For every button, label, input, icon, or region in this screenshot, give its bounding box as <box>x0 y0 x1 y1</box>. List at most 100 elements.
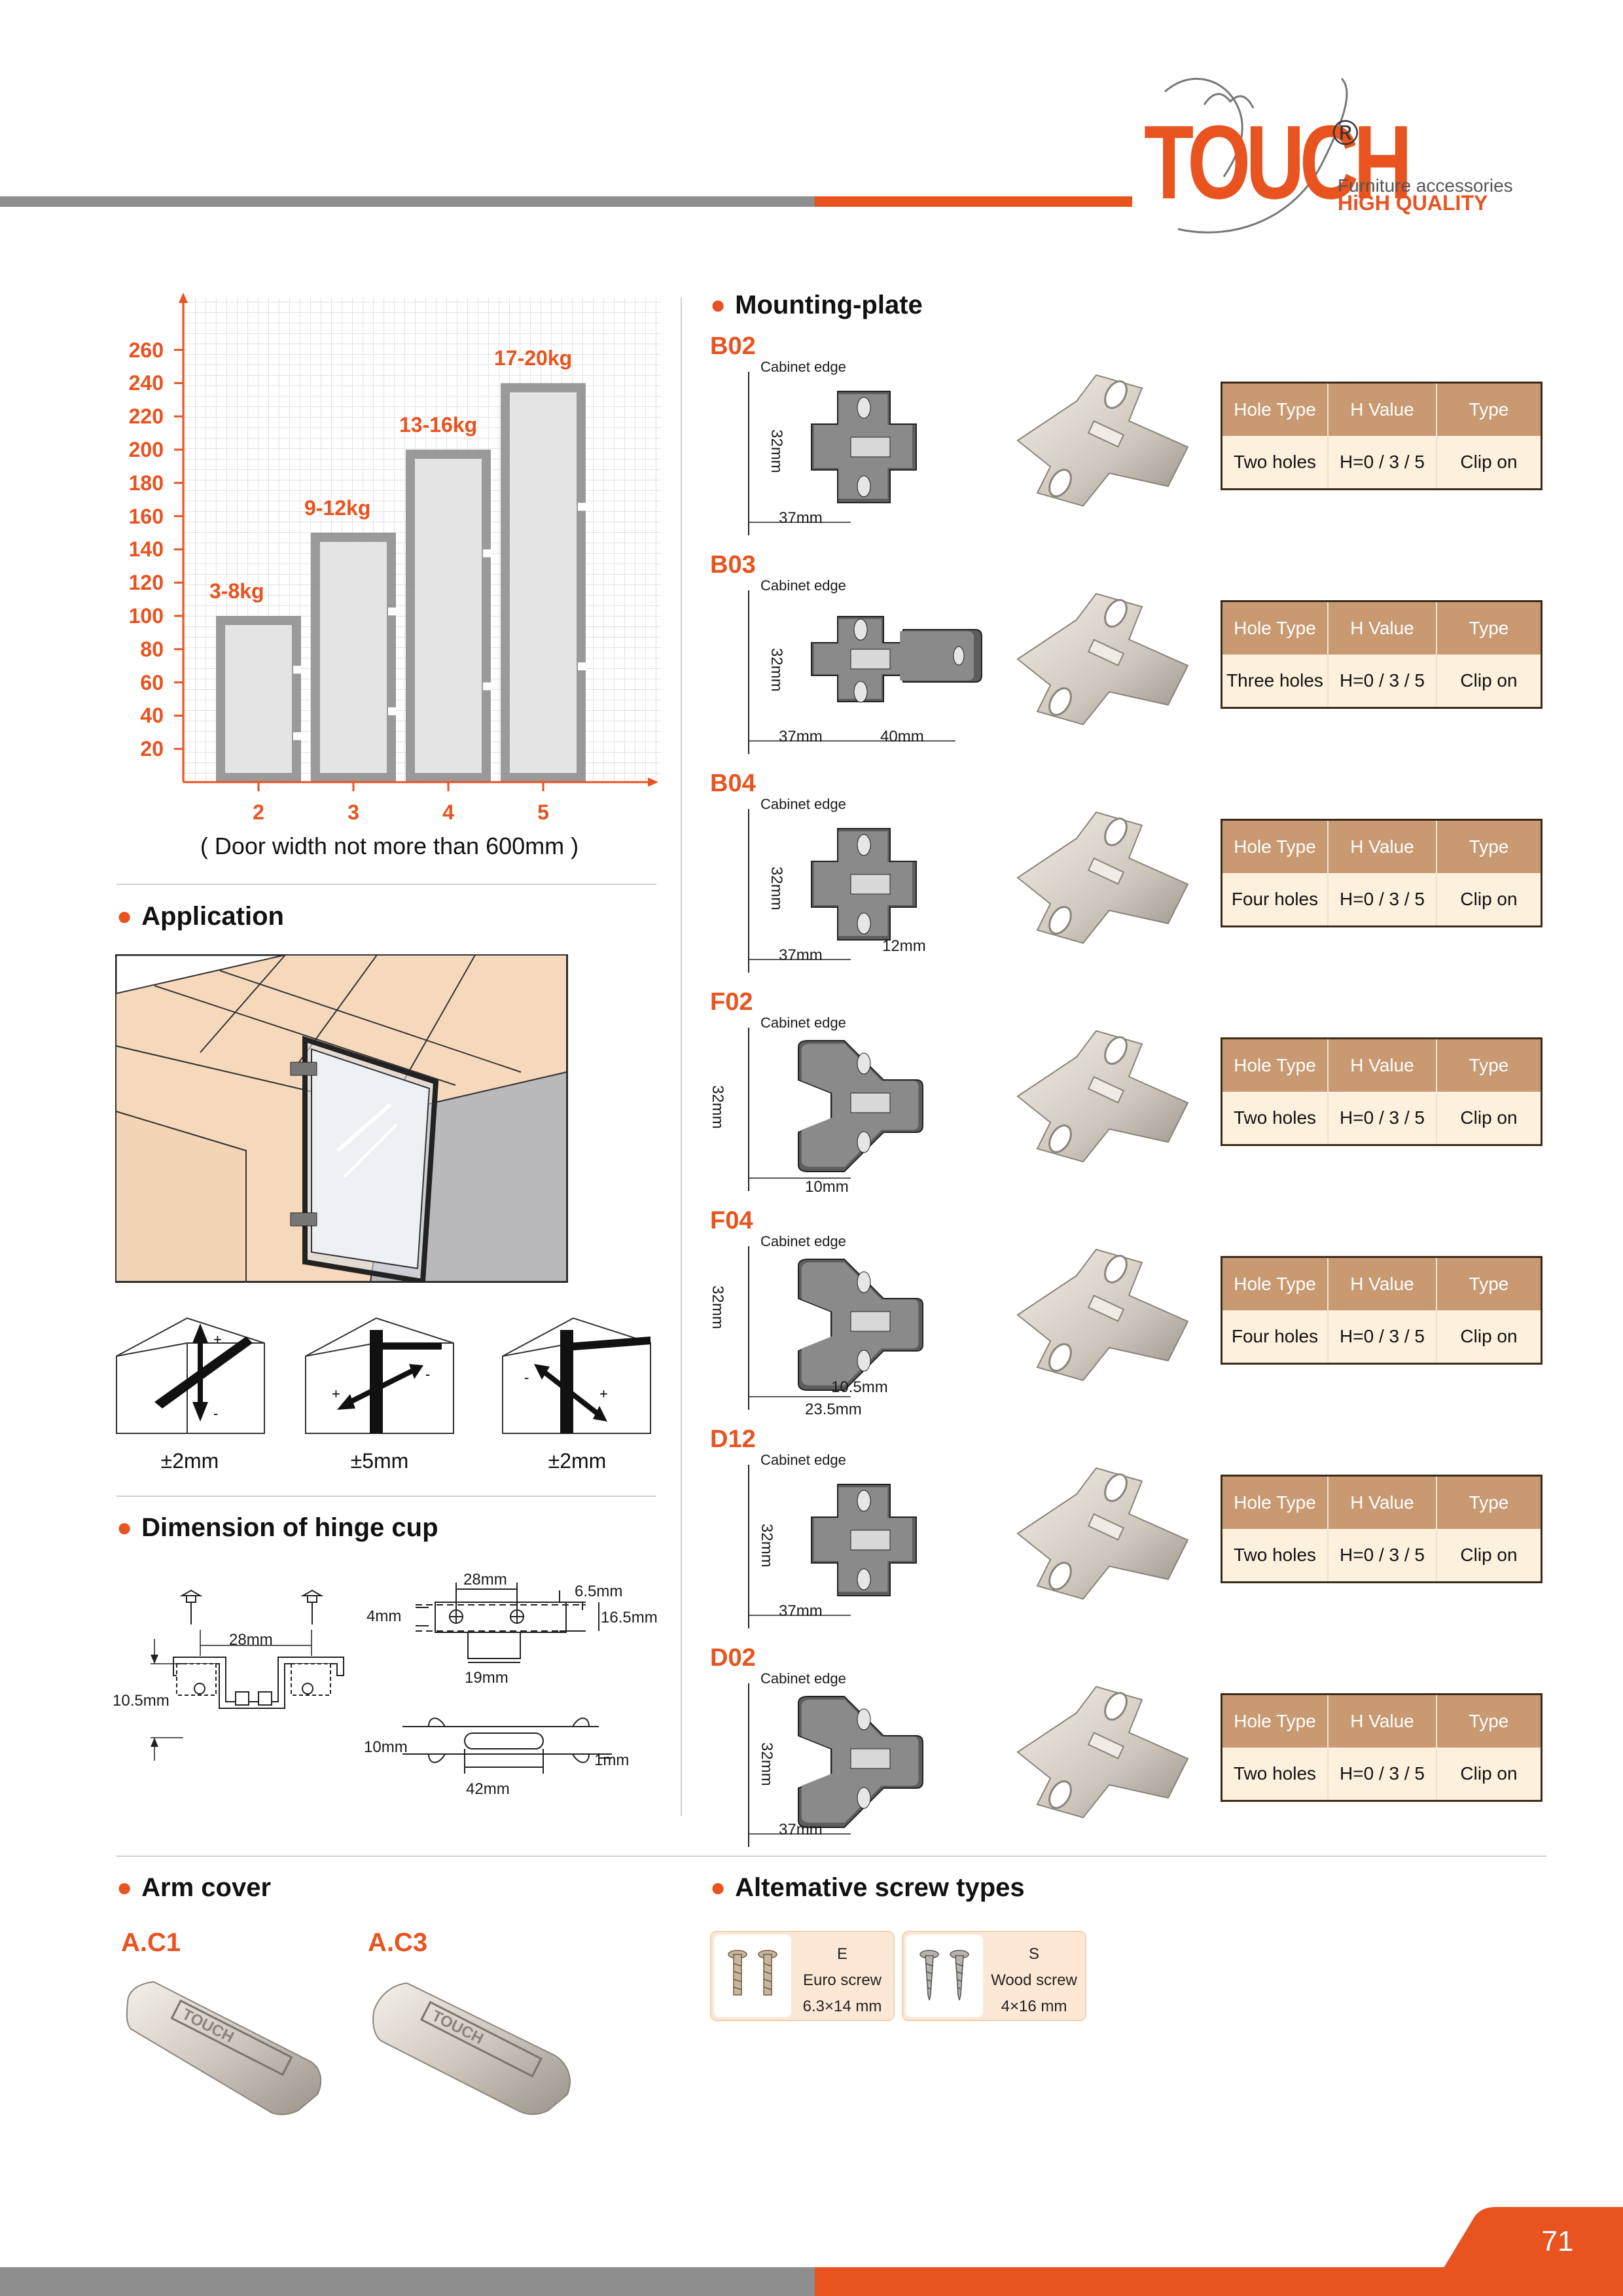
plate-dim-label: 37mm <box>779 728 823 745</box>
screw-code: E <box>836 1945 847 1963</box>
spec-header-cell: Type <box>1469 618 1509 638</box>
tolerance-label: ±2mm <box>548 1449 607 1473</box>
spec-h-value: H=0 / 3 / 5 <box>1329 1529 1437 1581</box>
plate-photo <box>1016 1685 1189 1819</box>
plate-drawing <box>748 1465 917 1628</box>
chart-bar-hinge <box>388 707 396 715</box>
application-title: ●Application <box>116 902 284 931</box>
divider <box>116 1856 1546 1857</box>
page-number-tab <box>1427 2207 1623 2296</box>
vertical-adjust-icon: + - <box>116 1317 265 1434</box>
chart-caption: ( Door width not more than 600mm ) <box>200 833 579 859</box>
cabinet-edge-label: Cabinet edge <box>760 359 846 375</box>
spec-header-cell: H Value <box>1329 602 1437 655</box>
spec-header-cell: Type <box>1469 1711 1509 1731</box>
plate-photo <box>1016 1248 1189 1382</box>
plate-photo <box>1016 592 1189 726</box>
cabinet-edge-label: Cabinet edge <box>760 1014 846 1031</box>
spec-hole-type: Two holes <box>1222 1748 1329 1800</box>
plate-code: F02 <box>710 988 753 1016</box>
spec-type: Clip on <box>1460 670 1518 691</box>
spec-h-value: H=0 / 3 / 5 <box>1329 1310 1437 1363</box>
spec-type: Clip on <box>1460 452 1518 472</box>
bar-value-label: 13-16kg <box>399 413 478 437</box>
plate-dim-label: 37mm <box>779 1821 823 1839</box>
cabinet-edge-label: Cabinet edge <box>760 577 846 594</box>
brand-swoosh-icon <box>1164 77 1348 234</box>
spec-value-row: Two holes H=0 / 3 / 5 Clip on <box>1222 1092 1541 1144</box>
svg-text:+: + <box>213 1331 222 1348</box>
chart-bar-hinge <box>578 662 586 671</box>
spec-h-value: H=0 / 3 / 5 <box>1329 1748 1437 1800</box>
plate-dim-label: 32mm <box>758 1524 776 1568</box>
y-tick-label: 100 <box>128 604 164 628</box>
y-tick-label: 260 <box>128 338 164 362</box>
dim-label: 16.5mm <box>601 1609 658 1626</box>
plate-spec-table: Hole Type H Value Type Four holes H=0 / … <box>1221 819 1543 927</box>
wood-screw-icon <box>906 1935 983 2017</box>
chart-bar-glass <box>320 542 387 773</box>
plate-drawing <box>748 1028 923 1191</box>
y-tick-label: 220 <box>128 404 164 429</box>
spec-value-row: Two holes H=0 / 3 / 5 Clip on <box>1222 1529 1541 1581</box>
dim-label: 4mm <box>366 1607 402 1625</box>
spec-hole-type: Three holes <box>1222 655 1329 707</box>
plate-dim-label: 37mm <box>779 946 823 964</box>
spec-header-cell: Hole Type <box>1222 1695 1329 1748</box>
spec-type: Clip on <box>1460 1763 1518 1784</box>
spec-header-cell: Hole Type <box>1222 1477 1329 1529</box>
plate-drawing <box>748 372 917 535</box>
footer-bar-grey <box>0 2267 815 2296</box>
spec-header-row: Hole Type H Value Type <box>1222 384 1541 436</box>
chart-bar-hinge <box>293 732 301 740</box>
plate-drawing <box>748 1246 923 1410</box>
spec-header-cell: H Value <box>1329 1258 1437 1310</box>
chart-bar-hinge <box>388 607 396 616</box>
spec-header-cell: Type <box>1469 1492 1509 1513</box>
spec-type: Clip on <box>1460 889 1518 909</box>
screw-size: 4×16 mm <box>1001 1998 1067 2015</box>
y-tick-label: 40 <box>140 704 164 728</box>
svg-text:-: - <box>425 1366 430 1382</box>
y-tick-label: 60 <box>140 670 164 694</box>
chart-bar-glass <box>225 625 292 773</box>
plate-dim-label: 23.5mm <box>805 1401 862 1418</box>
cabinet-edge-label: Cabinet edge <box>760 1452 846 1468</box>
plate-spec-table: Hole Type H Value Type Two holes H=0 / 3… <box>1221 1475 1543 1583</box>
spec-header-cell: Type <box>1469 1274 1509 1294</box>
dim-label: 1mm <box>594 1751 630 1769</box>
plate-code: D02 <box>710 1644 756 1672</box>
spec-header-row: Hole Type H Value Type <box>1222 1695 1541 1748</box>
dim-label: 28mm <box>463 1571 507 1588</box>
spec-header-cell: H Value <box>1329 1477 1437 1529</box>
application-illustration <box>115 954 568 1283</box>
plate-photo <box>1016 1467 1189 1600</box>
screw-types-title: ●Altemative screw types <box>710 1873 1025 1902</box>
spec-header-row: Hole Type H Value Type <box>1222 1039 1541 1092</box>
brand-logo: TOUCH <box>1144 103 1412 221</box>
plate-dim-label: 37mm <box>779 1602 823 1620</box>
hinge-cup-title: ●Dimension of hinge cup <box>116 1513 438 1542</box>
spec-hole-type: Four holes <box>1222 1310 1329 1363</box>
plate-spec-table: Hole Type H Value Type Two holes H=0 / 3… <box>1221 1693 1543 1802</box>
plate-spec-table: Hole Type H Value Type Four holes H=0 / … <box>1221 1256 1543 1365</box>
chart-bar-glass <box>415 459 482 773</box>
mounting-plate-title: ●Mounting-plate <box>710 291 923 319</box>
divider <box>116 1496 656 1497</box>
bar-value-label: 17-20kg <box>494 346 573 370</box>
euro-screw-icon <box>714 1935 791 2017</box>
brand-tagline: Furniture accessories <box>1338 175 1513 196</box>
plate-dim-label: 32mm <box>758 1742 776 1786</box>
tolerance-label: ±2mm <box>160 1449 219 1473</box>
spec-hole-type: Two holes <box>1222 1529 1329 1581</box>
page-number: 71 <box>1541 2225 1574 2257</box>
spec-hole-type: Two holes <box>1222 1092 1329 1144</box>
spec-value-row: Three holes H=0 / 3 / 5 Clip on <box>1222 655 1541 707</box>
plate-dim-label: 32mm <box>709 1085 726 1129</box>
screw-size: 6.3×14 mm <box>802 1998 882 2015</box>
spec-value-row: Two holes H=0 / 3 / 5 Clip on <box>1222 1748 1541 1800</box>
plate-photo <box>1016 811 1189 944</box>
plate-dim-label: 32mm <box>768 867 785 910</box>
plate-code: B03 <box>710 551 756 579</box>
